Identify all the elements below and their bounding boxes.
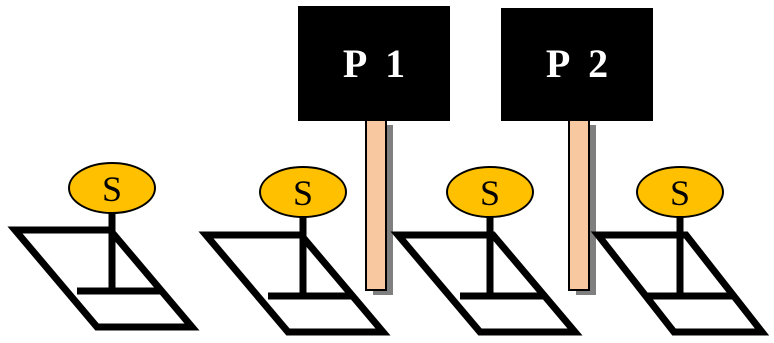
station-4-frame (590, 231, 770, 336)
sign-p1-board (298, 6, 450, 121)
station-3: S (390, 166, 583, 336)
station-4-sensor (636, 166, 724, 218)
station-1-sensor (68, 162, 156, 214)
station-4-label: S (670, 173, 690, 213)
station-2-label: S (293, 173, 313, 213)
station-1: S (7, 162, 200, 331)
station-4: S (590, 166, 770, 336)
station-3-sensor (446, 166, 534, 218)
station-2-frame (198, 231, 391, 336)
sign-p2-post (568, 117, 590, 291)
station-3-label: S (480, 173, 500, 213)
sign-p1-label: P 1 (343, 41, 405, 86)
station-2: S (198, 166, 391, 336)
station-1-label: S (102, 169, 122, 209)
sign-p2-board (501, 8, 653, 121)
sign-p2-label: P 2 (546, 41, 608, 86)
sign-p1: P 1 (298, 6, 450, 295)
station-3-frame (390, 231, 583, 336)
sign-p2: P 2 (501, 8, 653, 295)
sign-p1-post (365, 117, 387, 291)
station-1-frame (7, 226, 200, 331)
station-2-sensor (259, 166, 347, 218)
